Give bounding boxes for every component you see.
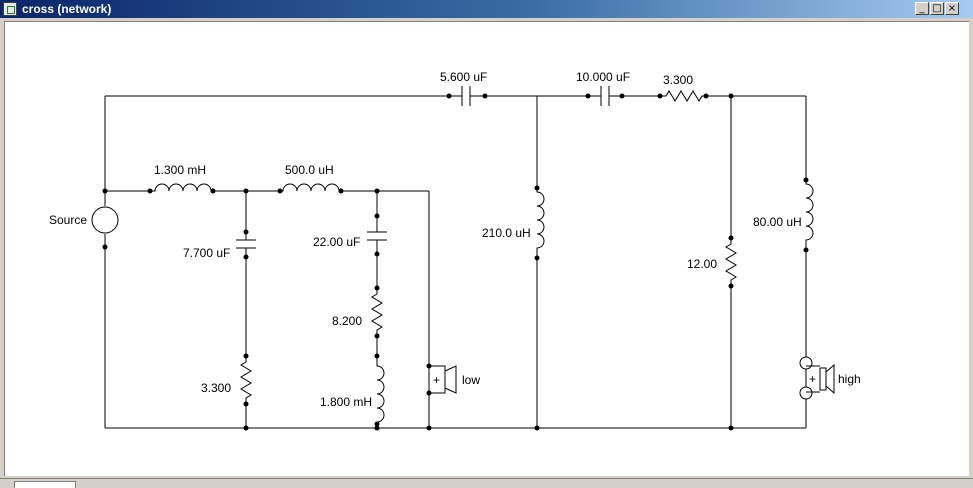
speaker-high-label: high (838, 372, 861, 386)
minimize-button[interactable]: _ (915, 2, 929, 15)
speaker-high-terminal-top[interactable] (799, 356, 813, 370)
capacitor-5600-label: 5.600 uF (440, 70, 487, 84)
resistor-8200-icon[interactable] (371, 288, 383, 336)
inductor-500-icon[interactable] (280, 183, 341, 192)
resistor-3300-bottom-icon[interactable] (240, 356, 252, 404)
resistor-8200-label: 8.200 (332, 314, 362, 328)
resistor-3300-top-label: 3.300 (663, 73, 693, 87)
resistor-3300-bottom-label: 3.300 (201, 381, 231, 395)
speaker-low-label: low (462, 373, 480, 387)
inductor-210-label: 210.0 uH (482, 226, 531, 240)
inductor-500-label: 500.0 uH (285, 163, 334, 177)
inductor-1800-label: 1.800 mH (320, 395, 372, 409)
inductor-80-label: 80.00 uH (753, 215, 802, 229)
status-tab[interactable] (14, 481, 76, 488)
speaker-low-plus: + (433, 373, 440, 387)
window-title: cross (network) (22, 2, 112, 16)
capacitor-10000-label: 10.000 uF (576, 70, 630, 84)
inductor-1300-icon[interactable] (150, 183, 213, 192)
speaker-high-box[interactable] (819, 367, 827, 391)
maximize-button[interactable]: □ (930, 2, 944, 15)
inductor-1300-label: 1.300 mH (154, 163, 206, 177)
source-label: Source (49, 213, 87, 227)
speaker-high-terminal-bottom[interactable] (799, 386, 813, 400)
status-bar (0, 478, 973, 488)
title-bar[interactable]: cross (network) _ □ × (0, 0, 973, 18)
speaker-high-icon[interactable] (825, 363, 835, 395)
inductor-1800-icon[interactable] (376, 364, 385, 424)
capacitor-7700-label: 7.700 uF (183, 246, 230, 260)
resistor-1200-icon[interactable] (725, 238, 737, 286)
speaker-low-icon[interactable] (444, 365, 457, 394)
capacitor-2200-label: 22.00 uF (313, 235, 360, 249)
inductor-80-icon[interactable] (805, 180, 814, 250)
close-button[interactable]: × (945, 2, 959, 15)
app-icon[interactable] (3, 2, 17, 16)
inductor-210-icon[interactable] (536, 188, 545, 258)
resistor-1200-label: 12.00 (687, 257, 717, 271)
source-icon[interactable] (91, 206, 119, 234)
speaker-high-plus: + (809, 372, 816, 386)
resistor-3300-top-icon[interactable] (660, 90, 706, 102)
